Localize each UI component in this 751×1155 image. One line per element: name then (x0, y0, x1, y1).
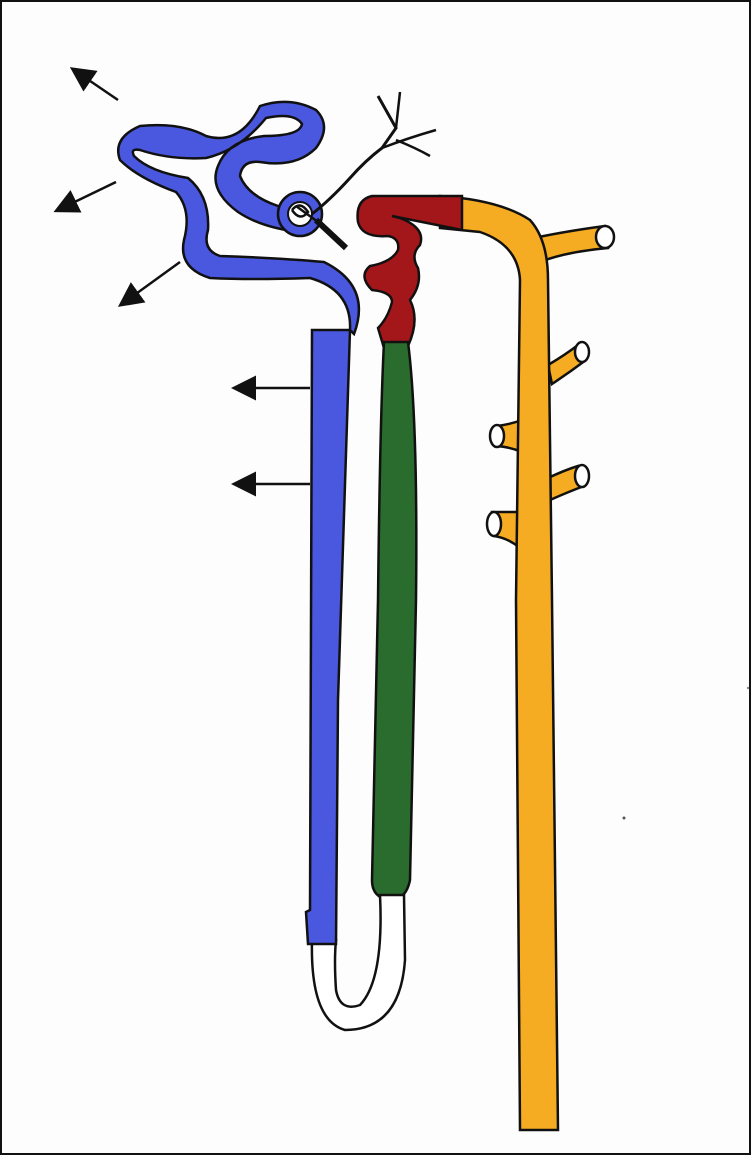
distal-tubule-segment (358, 196, 462, 348)
collecting-duct-trunk (440, 196, 558, 1130)
collecting-duct (440, 196, 614, 1130)
descending-limb-segment (306, 330, 350, 944)
arrow-2 (58, 182, 116, 210)
arrow-1 (74, 70, 118, 100)
efferent-arteriole (316, 220, 346, 248)
thick-ascending-limb-segment (372, 342, 416, 900)
glomerulus (278, 192, 322, 236)
paper-speck-2 (747, 687, 749, 689)
collecting-duct-branch-right-2-opening (575, 465, 589, 487)
collecting-duct-branch-left-2-opening (487, 512, 501, 536)
arrow-3 (122, 262, 180, 304)
collecting-duct-branch-top-opening (596, 226, 614, 248)
arteriole-branch-1 (396, 92, 400, 128)
paper-speck-1 (623, 817, 626, 820)
collecting-duct-branch-left-1-opening (490, 425, 504, 447)
distal-convoluted-tubule (358, 196, 462, 348)
thick-ascending-limb (372, 342, 416, 900)
arteriole-branch-3 (396, 140, 430, 156)
collecting-duct-branch-right-1-opening (575, 342, 589, 362)
